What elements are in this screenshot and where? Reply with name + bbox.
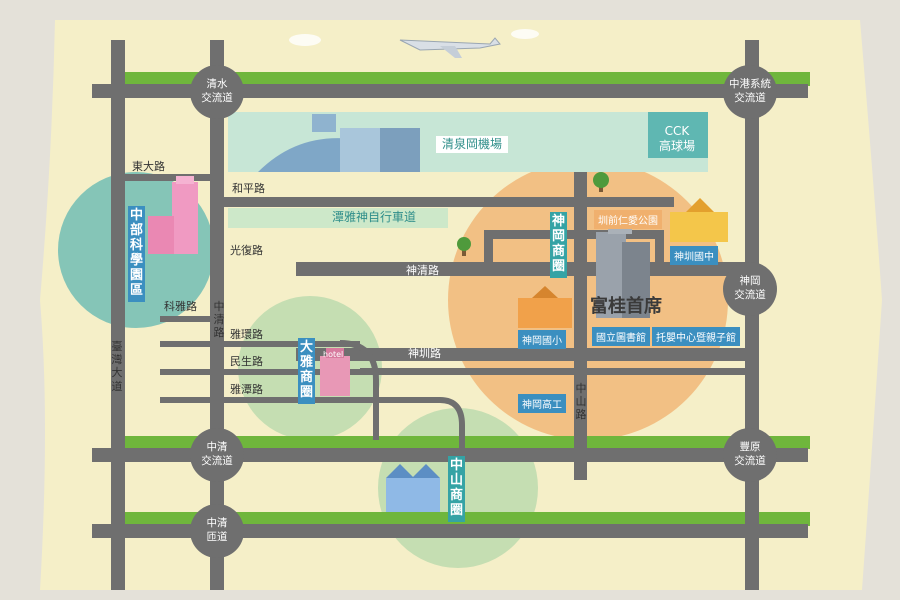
road-label-taiwan-blvd: 臺灣大道 bbox=[111, 340, 123, 393]
road-curve-daya bbox=[339, 340, 379, 440]
science-building-icon bbox=[148, 176, 198, 254]
science-park-label: 中部科學園區 bbox=[128, 206, 145, 302]
cloud-icon bbox=[289, 34, 321, 46]
daycare-label: 托嬰中心暨親子館 bbox=[652, 327, 740, 346]
road-zhongshan bbox=[574, 172, 587, 480]
road-label-minsheng: 民生路 bbox=[230, 355, 263, 368]
road-highway-middle bbox=[92, 448, 808, 462]
road-shenqing-branch bbox=[484, 230, 664, 239]
library-label: 國立圖書館 bbox=[592, 327, 650, 346]
road-highway-bottom bbox=[92, 524, 808, 538]
road-highway-top bbox=[92, 84, 808, 98]
cck-label: CCK 高球場 bbox=[658, 124, 695, 153]
road-label-keya: 科雅路 bbox=[164, 300, 197, 313]
shengang-district-label: 神岡商圈 bbox=[550, 212, 567, 278]
road-label-yahuan: 雅環路 bbox=[230, 328, 263, 341]
bikeway-label: 潭雅神自行車道 bbox=[332, 210, 417, 224]
fengyuan-interchange: 豐原 交流道 bbox=[723, 428, 777, 482]
park-label: 圳前仁愛公園 bbox=[594, 210, 662, 229]
vocational-label: 神岡高工 bbox=[518, 394, 566, 413]
road-label-guangfu: 光復路 bbox=[230, 244, 263, 257]
zhongqing-ramp: 中清 匝道 bbox=[190, 504, 244, 558]
road-label-heping: 和平路 bbox=[232, 182, 265, 195]
road-heping bbox=[224, 197, 674, 207]
tower-building-icon bbox=[596, 224, 650, 318]
junior-high-icon bbox=[670, 198, 728, 242]
grass-top bbox=[120, 72, 810, 86]
road-curve-zhongshan bbox=[360, 397, 465, 448]
road-branch-east bbox=[655, 230, 664, 270]
zhongqing-interchange: 中清 交流道 bbox=[190, 428, 244, 482]
zhongshan-district-label: 中山商圈 bbox=[448, 456, 465, 522]
road-yahuan bbox=[160, 341, 360, 347]
bikeway-area bbox=[228, 208, 448, 228]
tree-icon bbox=[457, 237, 471, 256]
cloud-icon bbox=[511, 29, 539, 39]
daya-district-label: 大雅商圈 bbox=[298, 338, 315, 404]
road-label-zhongshan: 中山路 bbox=[575, 382, 587, 422]
road-minsheng bbox=[160, 369, 360, 375]
road-keya bbox=[160, 316, 210, 322]
hotel-sign: hotel bbox=[323, 350, 344, 359]
road-taiwan-blvd bbox=[111, 40, 125, 590]
grass-bottom bbox=[120, 512, 810, 526]
tree-icon bbox=[593, 172, 609, 192]
road-label-yatan: 雅潭路 bbox=[230, 383, 263, 396]
road-shenzhen bbox=[296, 348, 758, 361]
airplane-icon bbox=[399, 37, 501, 58]
road-minsheng-east bbox=[360, 368, 746, 375]
road-yatan bbox=[160, 397, 360, 403]
junior-high-label: 神圳國中 bbox=[670, 246, 718, 265]
road-label-shenqing: 神清路 bbox=[406, 264, 439, 277]
zhonggang-interchange: 中港系統 交流道 bbox=[723, 65, 777, 119]
road-branch-west bbox=[484, 230, 493, 270]
project-name: 富桂首席 bbox=[590, 296, 662, 317]
airport-terminal-icon bbox=[258, 114, 420, 172]
zhongshan-building-icon bbox=[386, 464, 440, 512]
elementary-school-label: 神岡國小 bbox=[518, 330, 566, 349]
hotel-building-icon bbox=[320, 348, 350, 396]
road-dongda bbox=[125, 174, 210, 181]
road-label-dongda: 東大路 bbox=[132, 160, 165, 173]
shengang-interchange: 神岡 交流道 bbox=[723, 262, 777, 316]
elementary-school-icon bbox=[518, 286, 572, 328]
road-label-zhongqing: 中清路 bbox=[213, 300, 225, 340]
qingshui-interchange: 清水 交流道 bbox=[190, 65, 244, 119]
road-label-shenzhen: 神圳路 bbox=[408, 347, 441, 360]
airport-label: 清泉岡機場 bbox=[436, 136, 509, 153]
cck-area bbox=[648, 112, 708, 158]
